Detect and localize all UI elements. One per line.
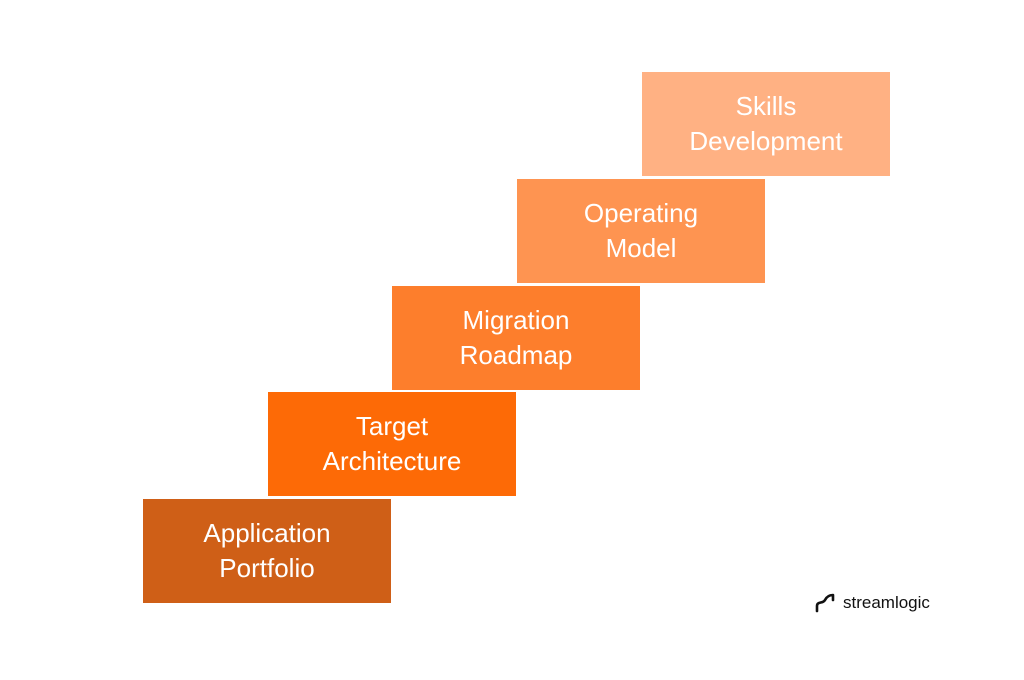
- step-label-line-2: Development: [689, 126, 843, 156]
- step-label-line-1: Operating: [583, 198, 699, 228]
- step-migration-roadmap: Migration Roadmap: [392, 286, 640, 390]
- step-label-line-2: Roadmap: [459, 340, 573, 370]
- step-label: Operating Model: [584, 196, 698, 266]
- step-label: Migration Roadmap: [460, 303, 573, 373]
- step-target-architecture: Target Architecture: [268, 392, 516, 496]
- stream-wave-icon: [815, 593, 835, 613]
- streamlogic-logo: streamlogic: [814, 590, 930, 616]
- step-label-line-2: Model: [605, 233, 677, 263]
- step-label-line-1: Migration: [462, 305, 570, 335]
- logo-wordmark: streamlogic: [843, 593, 930, 612]
- step-label: Target Architecture: [323, 409, 462, 479]
- step-operating-model: Operating Model: [517, 179, 765, 283]
- step-skills-development: Skills Development: [642, 72, 890, 176]
- step-label-line-2: Portfolio: [219, 553, 315, 583]
- step-label: Application Portfolio: [203, 516, 330, 586]
- step-label-line-1: Target: [355, 411, 429, 441]
- step-label-line-2: Architecture: [322, 446, 462, 476]
- step-label-line-1: Skills: [735, 91, 797, 121]
- step-label: Skills Development: [689, 89, 842, 159]
- step-label-line-1: Application: [203, 518, 331, 548]
- step-application-portfolio: Application Portfolio: [143, 499, 391, 603]
